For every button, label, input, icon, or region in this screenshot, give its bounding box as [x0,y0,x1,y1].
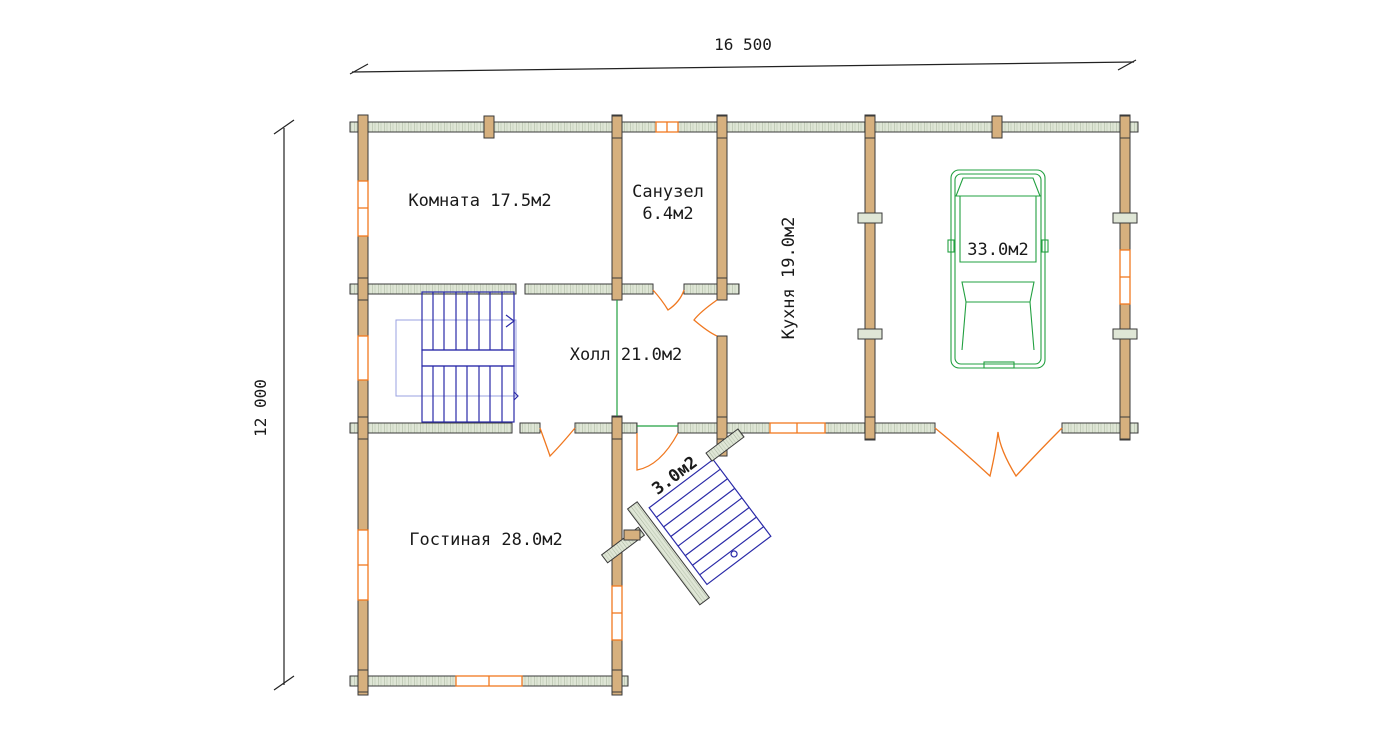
room-sanuzel-name: Санузел [632,182,704,202]
width-label: 16 500 [714,35,772,54]
wall-posts [357,115,1138,693]
dimension-width: 16 500 [349,35,1137,75]
horizontal-walls [349,121,1139,687]
room-komnata: Комната 17.5м2 [408,191,551,211]
partition-lines [616,300,678,427]
stairs-icon [395,291,519,423]
room-gostinaya: Гостиная 28.0м2 [409,530,563,550]
car-icon [947,169,1049,369]
room-kuhnya: Кухня 19.0м2 [779,217,799,340]
windows [357,121,1131,687]
porch-stairs [626,458,772,606]
height-label: 12 000 [251,379,270,437]
dimension-height: 12 000 [251,119,295,691]
room-holl: Холл 21.0м2 [570,345,683,365]
doors [539,289,1063,478]
room-sanuzel-area: 6.4м2 [642,204,693,224]
porch-walls [600,428,745,564]
room-porch: 3.0м2 [649,453,702,500]
room-garage: 33.0м2 [967,240,1028,260]
